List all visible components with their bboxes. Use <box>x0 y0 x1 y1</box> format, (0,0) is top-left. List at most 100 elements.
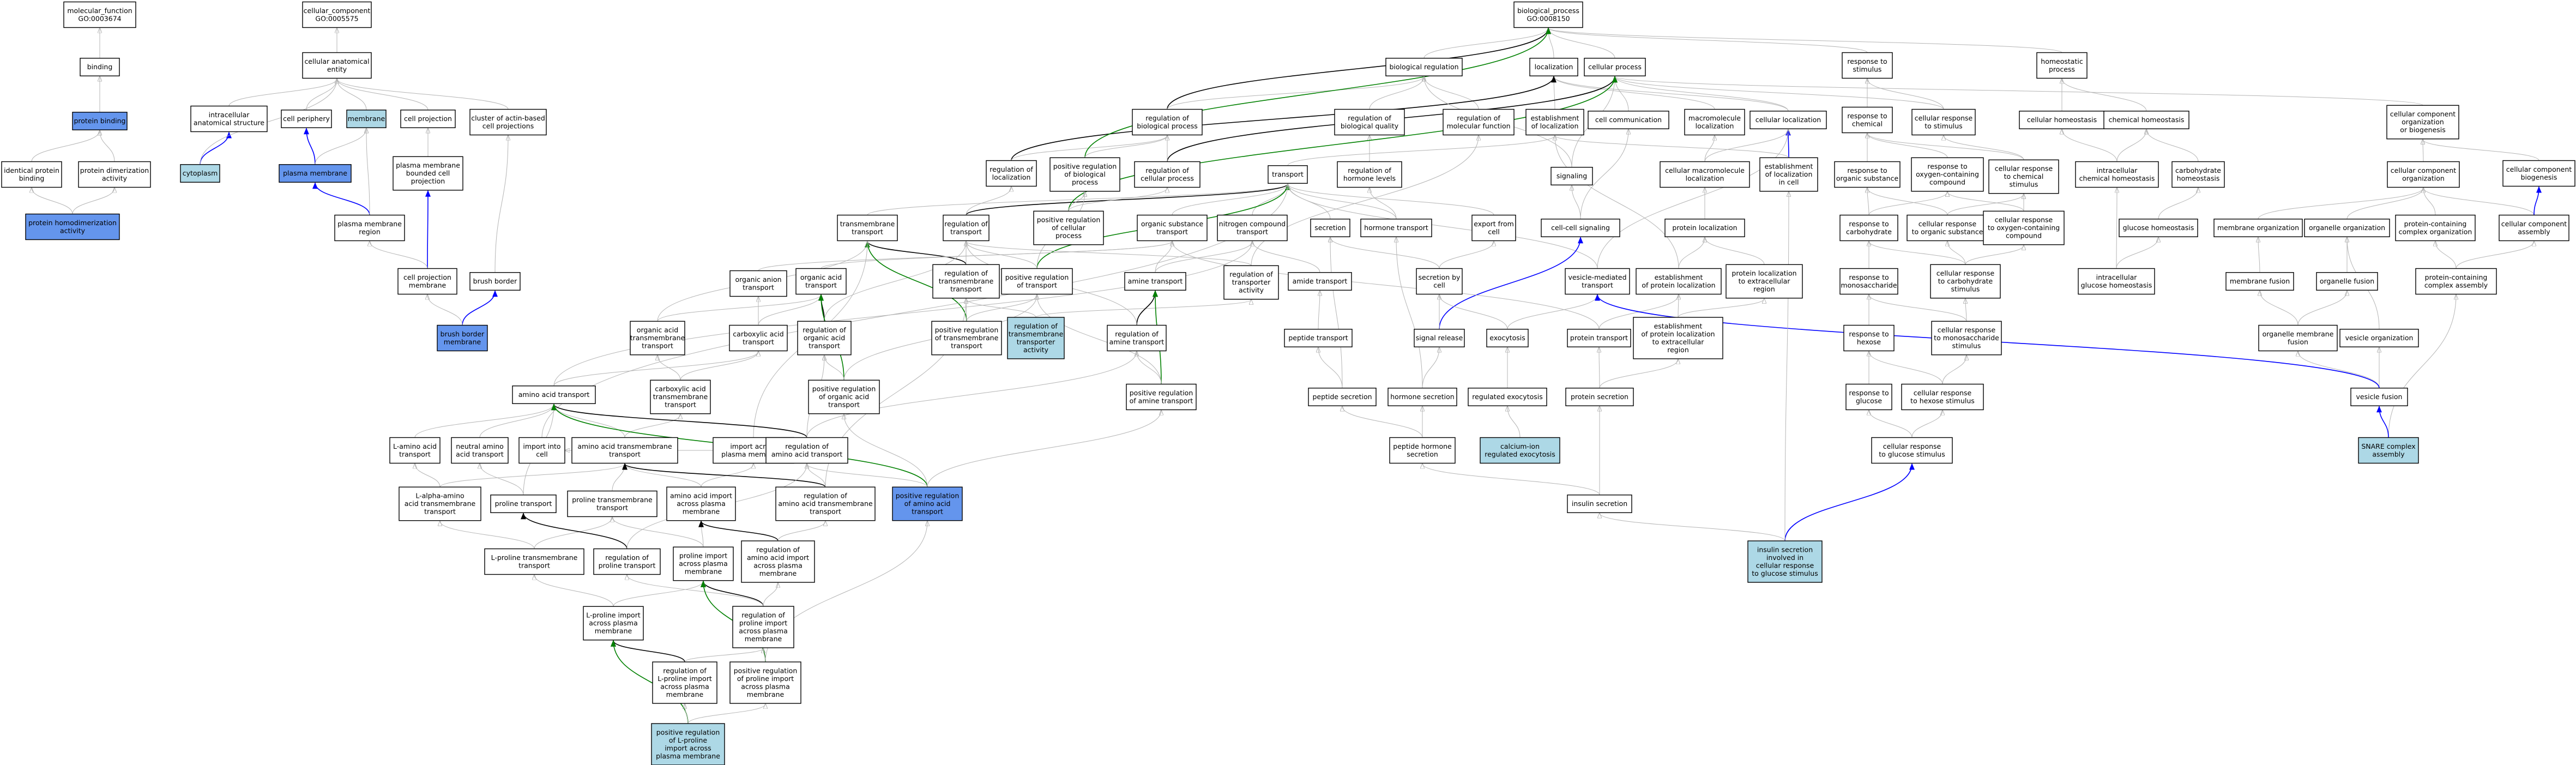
relation-edge <box>2062 79 2147 111</box>
relation-edge <box>844 414 928 487</box>
node-box <box>190 105 268 132</box>
node-box <box>399 486 481 521</box>
relation-edge <box>807 464 928 487</box>
node-label: response to <box>1847 57 1887 65</box>
relation-edge <box>612 464 625 491</box>
relation-edge <box>480 464 524 495</box>
relation-edge <box>2423 188 2535 215</box>
node-label: cell periphery <box>283 115 330 123</box>
node-label: of proline import <box>737 674 794 683</box>
node-box <box>518 437 565 464</box>
node-label: transport <box>518 561 550 569</box>
node-label: hexose <box>1857 338 1881 346</box>
relation-edge <box>1439 237 1583 329</box>
relation-edge <box>1084 27 1551 158</box>
node-box <box>2316 272 2378 291</box>
go-term-node: protein binding <box>72 112 128 130</box>
node-label: transport <box>1272 170 1304 178</box>
node-label: GO:0003674 <box>78 14 121 22</box>
node-label: in cell <box>1779 178 1799 186</box>
relation-edge <box>479 404 554 438</box>
go-term-node: cell communication <box>1588 111 1669 129</box>
relation-edge <box>807 464 826 487</box>
node-label: across plasma <box>677 499 725 508</box>
node-label: membrane organization <box>2217 224 2299 232</box>
node-box <box>1871 437 1953 464</box>
relation-edge <box>1869 295 1967 322</box>
relation-edge <box>1615 76 2423 106</box>
relation-edge <box>312 182 370 215</box>
relation-edge <box>1084 136 1167 158</box>
node-label: organelle membrane <box>2263 330 2334 338</box>
node-box <box>1842 106 1893 134</box>
node-label: organic anion <box>735 275 781 284</box>
relation-edge <box>622 463 826 487</box>
node-label: assembly <box>2372 450 2405 458</box>
relation-edge <box>1867 134 1948 158</box>
relation-edge <box>685 704 689 724</box>
node-box <box>302 1 372 28</box>
relation-edge <box>1554 76 1715 110</box>
relation-edge <box>1965 245 2024 265</box>
node-label: secretion <box>1407 450 1438 458</box>
node-label: L-alpha-amino <box>415 492 464 500</box>
relation-edge <box>1600 513 1785 541</box>
node-label: regulation of <box>803 326 846 334</box>
relation-edge <box>1330 237 1440 269</box>
node-label: export from <box>1474 220 1514 228</box>
node-label: transport <box>743 283 774 291</box>
node-label: amine transport <box>1128 277 1183 285</box>
relation-edge <box>1287 136 1555 166</box>
relation-edge <box>337 79 429 110</box>
node-box <box>1684 109 1745 136</box>
node-box <box>180 164 220 183</box>
node-label: cellular response <box>1756 561 1814 569</box>
relation-edge <box>415 464 441 487</box>
node-label: membrane fusion <box>2230 277 2290 285</box>
node-label: peptide transport <box>1288 334 1348 342</box>
node-label: to monosaccharide <box>1934 334 1999 342</box>
node-label: macromolecule <box>1688 114 1741 122</box>
relation-edge <box>1947 192 2024 212</box>
relation-edge <box>680 352 758 381</box>
node-box <box>1911 157 1984 192</box>
node-label: projection <box>411 177 445 185</box>
node-label: cell projections <box>482 122 534 130</box>
node-box <box>72 112 128 130</box>
node-box <box>943 214 990 242</box>
relation-edge <box>763 583 778 607</box>
node-box <box>1268 165 1308 184</box>
node-label: response to <box>1849 273 1889 281</box>
node-label: regulation of <box>663 666 707 674</box>
node-label: proline import <box>739 619 787 627</box>
node-label: organization <box>2402 174 2445 182</box>
node-box <box>1414 329 1465 347</box>
relation-edge <box>1330 237 1343 388</box>
relation-edge <box>1869 352 1943 384</box>
node-box <box>2258 324 2338 352</box>
node-label: binding <box>87 63 113 71</box>
relation-edge <box>72 188 114 214</box>
relation-edge <box>2423 140 2539 161</box>
relation-edge <box>1251 136 1479 266</box>
node-label: regulation of <box>1014 322 1058 330</box>
node-label: transport <box>743 338 774 346</box>
node-box <box>63 1 136 28</box>
